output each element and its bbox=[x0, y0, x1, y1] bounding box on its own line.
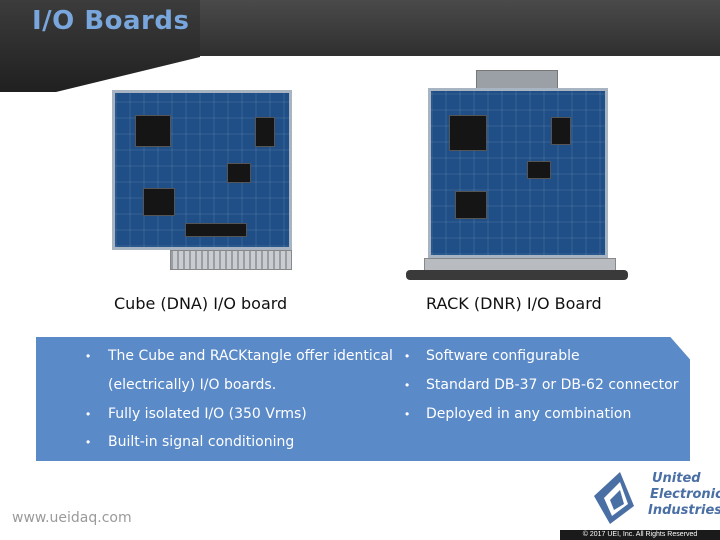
bullet-dot: • bbox=[86, 407, 91, 421]
rack-rail bbox=[406, 270, 628, 280]
logo-mark-icon bbox=[594, 472, 634, 524]
feature-right-1: Software configurable bbox=[426, 348, 580, 364]
features-panel bbox=[36, 337, 690, 461]
slide-title: I/O Boards bbox=[32, 6, 190, 36]
logo-text-united: United bbox=[652, 471, 701, 486]
bullet-dot: • bbox=[405, 378, 410, 392]
cube-board-image bbox=[112, 90, 292, 272]
rack-board-image bbox=[404, 70, 630, 288]
bullet-dot: • bbox=[405, 349, 410, 363]
rack-caption: RACK (DNR) I/O Board bbox=[426, 294, 602, 313]
uei-logo: United Electronic Industries bbox=[590, 466, 720, 530]
website-link[interactable]: www.ueidaq.com bbox=[12, 510, 132, 526]
feature-right-2: Standard DB-37 or DB-62 connector bbox=[426, 377, 679, 393]
feature-left-1: The Cube and RACKtangle offer identical bbox=[108, 348, 393, 364]
feature-left-3: Built-in signal conditioning bbox=[108, 434, 295, 450]
feature-left-2: Fully isolated I/O (350 Vrms) bbox=[108, 406, 307, 422]
logo-text-industries: Industries bbox=[648, 503, 720, 518]
feature-left-1-cont: (electrically) I/O boards. bbox=[108, 377, 277, 393]
bullet-dot: • bbox=[405, 407, 410, 421]
logo-text-electronic: Electronic bbox=[650, 487, 720, 502]
bullet-dot: • bbox=[86, 435, 91, 449]
bullet-dot: • bbox=[86, 349, 91, 363]
cube-caption: Cube (DNA) I/O board bbox=[114, 294, 288, 313]
feature-right-3: Deployed in any combination bbox=[426, 406, 632, 422]
copyright-bar: © 2017 UEI, Inc. All Rights Reserved bbox=[560, 530, 720, 540]
